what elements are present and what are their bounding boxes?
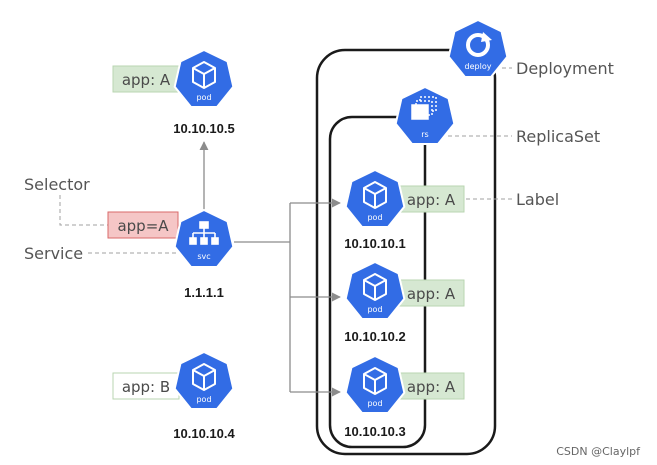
deployment-box: [315, 48, 497, 456]
pod-bottom[interactable]: pod: [173, 350, 235, 410]
service-node[interactable]: svc: [173, 208, 235, 268]
pod-bottom-ip: 10.10.10.4: [173, 426, 235, 441]
selector-tag-bg: [107, 211, 179, 239]
deployment-heptagon: [447, 18, 509, 78]
connections: [199, 141, 341, 397]
pod-icon-text: pod: [367, 213, 382, 222]
pod-bottom-label: app: B: [122, 378, 170, 396]
pod-1-ip: 10.10.10.1: [344, 236, 405, 251]
cube-icon: [363, 273, 387, 301]
rotate-arrow-icon: [466, 32, 492, 57]
pod-icon-text: pod: [196, 395, 211, 404]
pod-3-ip: 10.10.10.3: [344, 424, 405, 439]
pod-2[interactable]: pod: [344, 260, 406, 320]
deployment-node[interactable]: deploy: [447, 18, 509, 78]
cube-icon: [363, 367, 387, 395]
pod-2-label: app: A: [407, 285, 456, 303]
selector-callout-line: [59, 195, 108, 226]
cube-icon: [192, 61, 216, 89]
service-callout: Service: [24, 244, 83, 263]
pod-icon-text: pod: [367, 305, 382, 314]
callout-lines: [59, 67, 512, 254]
pod-top-label: app: A: [122, 71, 171, 89]
selector-tag: app=A: [117, 217, 169, 235]
watermark: CSDN @Claylpf: [556, 445, 641, 458]
pod-icon-text: pod: [196, 93, 211, 102]
network-tree-icon: [189, 221, 219, 245]
selector-callout: Selector: [24, 175, 90, 194]
stacked-squares-icon: [411, 96, 437, 120]
pod-2-ip: 10.10.10.2: [344, 329, 405, 344]
pod-icon-text: pod: [367, 399, 382, 408]
deployment-icon-text: deploy: [465, 62, 492, 71]
replicaset-node[interactable]: rs: [394, 85, 456, 145]
cube-icon: [363, 181, 387, 209]
service-icon-text: svc: [197, 252, 210, 261]
pod-3[interactable]: pod: [344, 354, 406, 414]
pod-2-label-bg: [397, 279, 465, 307]
replicaset-icon-text: rs: [421, 130, 428, 139]
pod-1-label: app: A: [407, 191, 456, 209]
replicaset-callout: ReplicaSet: [516, 127, 600, 146]
pod-bottom-label-bg: [112, 372, 180, 400]
service-ip: 1.1.1.1: [184, 285, 224, 300]
deployment-callout: Deployment: [516, 59, 614, 78]
pod-top[interactable]: pod: [173, 48, 235, 108]
pod-1[interactable]: pod: [344, 168, 406, 228]
label-tags: app: A app: A app: A app: A app: B app=A: [107, 65, 465, 400]
cube-icon: [192, 363, 216, 391]
label-callout: Label: [516, 190, 559, 209]
pod-top-label-bg: [112, 65, 180, 93]
pod-3-label: app: A: [407, 378, 456, 396]
pod-top-ip: 10.10.10.5: [173, 121, 234, 136]
